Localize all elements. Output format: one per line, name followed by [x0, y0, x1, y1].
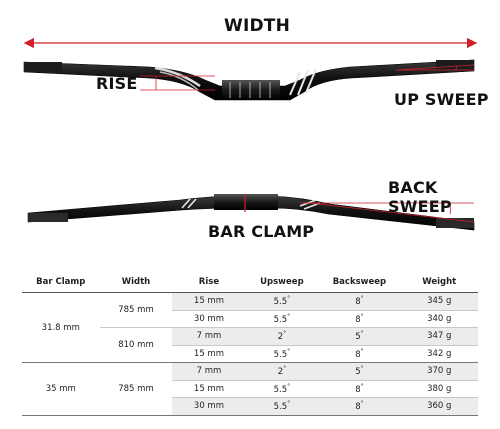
header-weight: Weight — [400, 272, 478, 293]
cell-weight: 370 g — [400, 362, 478, 381]
rise-label: RISE — [96, 74, 138, 93]
handlebar-diagram — [23, 37, 478, 231]
cell-upsweep: 5.5° — [245, 345, 319, 363]
cell-backsweep: 5° — [318, 327, 401, 346]
bar-clamp-label: BAR CLAMP — [208, 222, 315, 241]
cell-upsweep: 5.5° — [245, 292, 319, 311]
cell-weight: 340 g — [400, 310, 478, 328]
header-upsweep: Upsweep — [245, 272, 319, 293]
cell-rise: 15 mm — [172, 345, 246, 363]
handlebar-front-view — [23, 59, 475, 101]
cell-rise: 7 mm — [172, 327, 246, 346]
cell-rise: 30 mm — [172, 310, 246, 328]
width-label: WIDTH — [224, 16, 291, 36]
cell-backsweep: 8° — [318, 345, 401, 363]
up-sweep-label: UP SWEEP — [394, 90, 489, 109]
table-row: 15 mm 5.5° 8° 380 g — [22, 380, 478, 398]
cell-upsweep: 5.5° — [245, 310, 319, 328]
table-row: 15 mm 5.5° 8° 342 g — [22, 345, 478, 363]
cell-rise: 15 mm — [172, 380, 246, 398]
cell-weight: 342 g — [400, 345, 478, 363]
back-sweep-label: BACK SWEEP — [388, 178, 452, 216]
header-backsweep: Backsweep — [318, 272, 401, 293]
header-rise: Rise — [172, 272, 246, 293]
cell-rise: 15 mm — [172, 292, 246, 311]
table-row: 30 mm 5.5° 8° 360 g — [22, 397, 478, 416]
table-row: 30 mm 5.5° 8° 340 g — [22, 310, 478, 328]
cell-weight: 360 g — [400, 397, 478, 416]
cell-upsweep: 2° — [245, 362, 319, 381]
cell-upsweep: 5.5° — [245, 397, 319, 416]
cell-weight: 380 g — [400, 380, 478, 398]
cell-backsweep: 8° — [318, 380, 401, 398]
cell-width: 810 mm — [99, 327, 173, 363]
cell-backsweep: 8° — [318, 397, 401, 416]
cell-backsweep: 5° — [318, 362, 401, 381]
cell-rise: 7 mm — [172, 362, 246, 381]
cell-upsweep: 2° — [245, 327, 319, 346]
cell-width: 785 mm — [99, 292, 173, 328]
table-header-row: Bar Clamp Width Rise Upsweep Backsweep W… — [22, 272, 478, 293]
cell-backsweep: 8° — [318, 292, 401, 311]
header-bar-clamp: Bar Clamp — [22, 272, 100, 293]
table-row: 35 mm 785 mm 7 mm 2° 5° 370 g — [22, 362, 478, 416]
table-row: 31.8 mm 785 mm 15 mm 5.5° 8° 345 g — [22, 292, 478, 363]
cell-rise: 30 mm — [172, 397, 246, 416]
header-width: Width — [99, 272, 173, 293]
table-row: 810 mm 7 mm 2° 5° 347 g — [22, 327, 478, 363]
cell-weight: 345 g — [400, 292, 478, 311]
cell-bar-clamp: 31.8 mm — [22, 292, 100, 363]
spec-table: Bar Clamp Width Rise Upsweep Backsweep W… — [22, 272, 478, 416]
cell-width: 785 mm — [99, 362, 173, 416]
cell-upsweep: 5.5° — [245, 380, 319, 398]
handlebar-top-view — [27, 194, 475, 231]
cell-weight: 347 g — [400, 327, 478, 346]
cell-backsweep: 8° — [318, 310, 401, 328]
cell-bar-clamp: 35 mm — [22, 362, 100, 416]
